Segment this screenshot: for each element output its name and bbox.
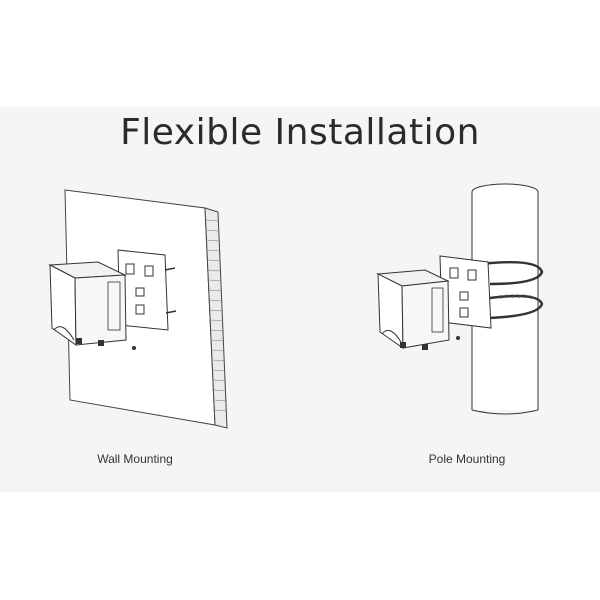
- pole-mount-illustration: [376, 183, 544, 415]
- wall-mounting-label: Wall Mounting: [97, 452, 173, 466]
- page-title: Flexible Installation: [120, 112, 480, 153]
- wall-mount-illustration: [48, 189, 228, 429]
- pole-mounting-label: Pole Mounting: [428, 452, 506, 466]
